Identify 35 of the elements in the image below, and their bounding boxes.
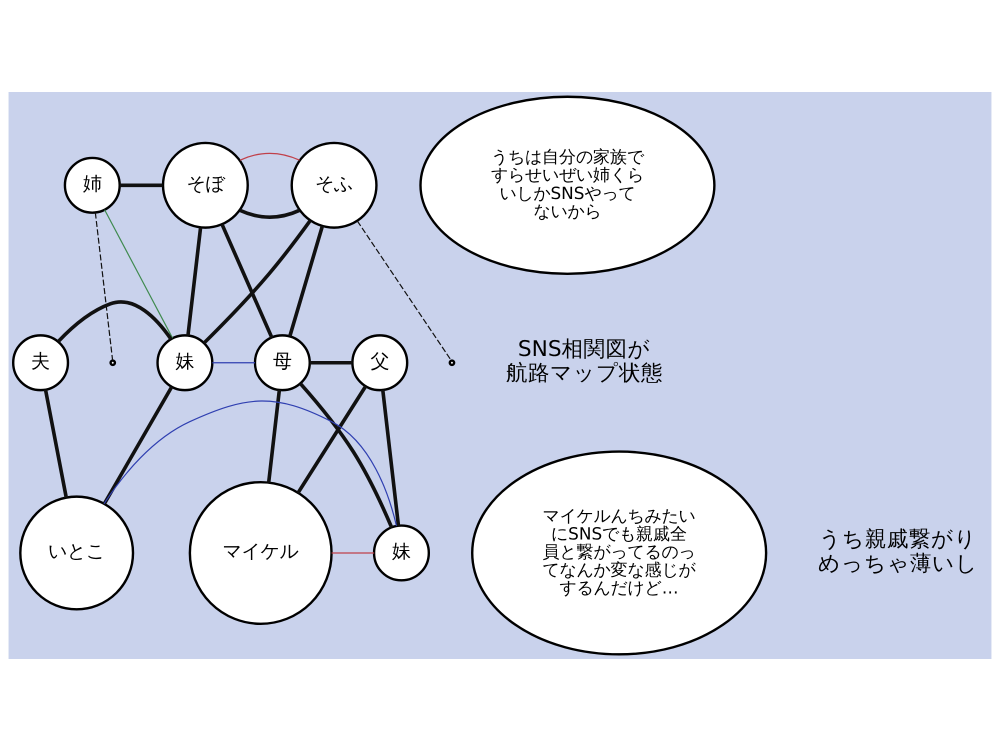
node-circle: 妹 — [372, 524, 430, 582]
connector — [44, 388, 68, 498]
connector — [239, 208, 300, 218]
connector — [120, 182, 163, 187]
node-ellipse: マイケルんちみたいにSNSでも親戚全員と繋がってるのってなんか変な感じがするんだけど… — [471, 450, 768, 656]
node-circle: そぼ — [162, 141, 249, 228]
node-circle: 妹 — [156, 334, 214, 391]
connector — [288, 225, 324, 336]
connector — [212, 362, 255, 363]
node-ellipse: うちは自分の家族ですらせいぜい姉くらいしかSNSやってないから — [419, 95, 716, 274]
connector — [104, 400, 398, 526]
connector — [332, 552, 374, 554]
node-circle: 姉 — [64, 156, 121, 214]
node-circle: そふ — [290, 141, 378, 228]
connector — [356, 220, 452, 360]
label: SNS相関図が航路マップ状態 — [506, 336, 663, 386]
connector — [310, 360, 352, 364]
connector — [220, 223, 274, 338]
connector — [266, 389, 282, 482]
connector — [186, 227, 202, 336]
node-circle: いとこ — [19, 494, 134, 610]
connector — [296, 384, 368, 494]
node-circle: 夫 — [12, 334, 70, 391]
connector — [202, 219, 312, 344]
label: うち親戚繋がりめっちゃ薄いし — [818, 526, 978, 576]
node-circle: マイケル — [188, 480, 333, 624]
node-circle: 父 — [351, 334, 408, 391]
connector — [381, 389, 400, 526]
connector — [56, 300, 172, 342]
node-circle: 母 — [254, 334, 311, 391]
connector — [104, 208, 174, 338]
connector — [94, 212, 114, 360]
connector — [102, 386, 174, 504]
connector — [240, 152, 300, 160]
connector — [299, 382, 394, 528]
